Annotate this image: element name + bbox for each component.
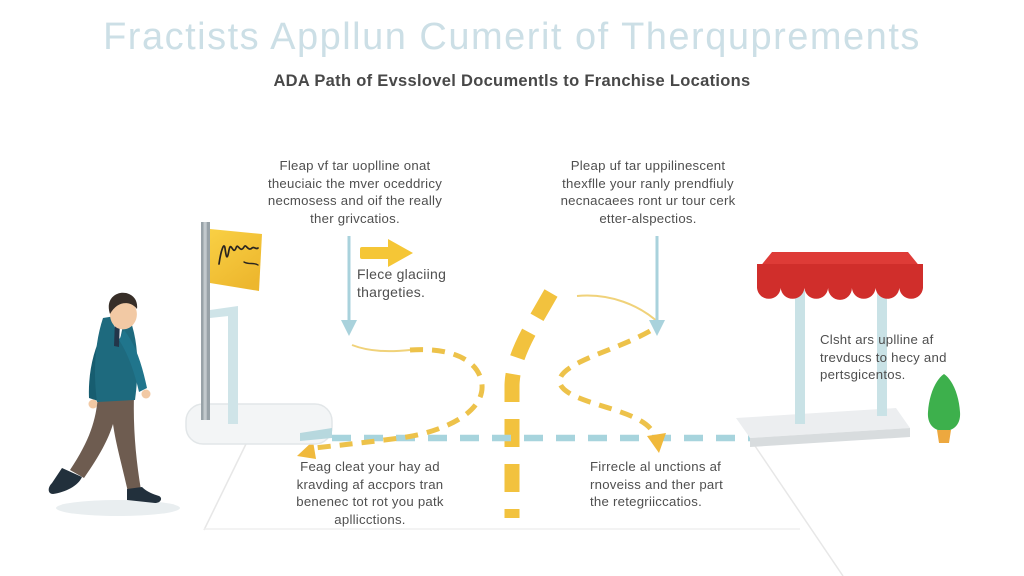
storefront-icon bbox=[736, 252, 923, 447]
annotation-bottom-left: Feag cleat your hay ad kravding af accpo… bbox=[296, 459, 444, 527]
perspective-lines bbox=[203, 442, 844, 576]
annotation-top-right: Pleap uf tar uppilinescent thexflle your… bbox=[560, 158, 736, 226]
page-subtitle: ADA Path of Evsslovel Documentls to Fran… bbox=[273, 72, 751, 90]
signpost-icon bbox=[185, 222, 333, 445]
annotation-bottom-right: Firrecle al unctions af rnoveiss and the… bbox=[590, 459, 724, 510]
right-arrow-icon bbox=[360, 239, 413, 267]
walking-person-icon bbox=[48, 292, 180, 516]
right-path-arrowhead-icon bbox=[647, 433, 666, 453]
annotation-top-left: Fleap vf tar uoplline onat theuciaic the… bbox=[267, 158, 443, 226]
road-centerline-icon bbox=[504, 289, 558, 518]
down-arrow-right-icon bbox=[649, 236, 665, 336]
awning-icon bbox=[757, 252, 923, 300]
down-arrow-left-icon bbox=[341, 236, 357, 336]
annotation-place-note: Flece glaciing thargeties. bbox=[357, 266, 447, 300]
right-curved-path-icon bbox=[557, 294, 666, 453]
page-title: Fractists Appllun Cumerit of Therqupreme… bbox=[103, 16, 921, 58]
tree-icon bbox=[927, 374, 961, 443]
left-curved-path-icon bbox=[297, 344, 485, 459]
annotation-store-note: Clsht ars uplline af trevducs to hecy an… bbox=[820, 332, 947, 383]
sign-flag-icon bbox=[210, 229, 262, 291]
left-path-arrowhead-icon bbox=[297, 441, 316, 459]
sign-scribble-icon bbox=[218, 245, 259, 265]
